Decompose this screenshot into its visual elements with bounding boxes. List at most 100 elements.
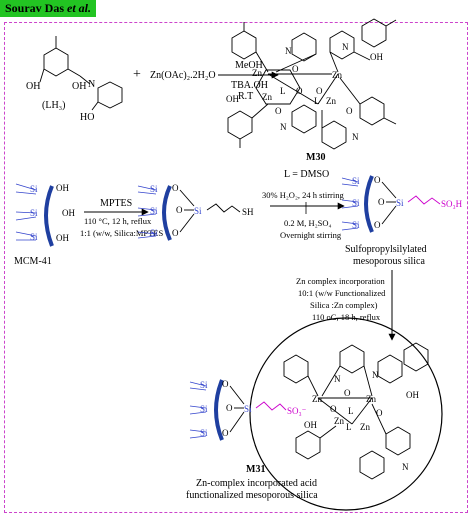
m31-oh-1: OH (406, 390, 419, 400)
ligand-ho: HO (80, 112, 94, 123)
mcm-si-2: Si (30, 208, 38, 218)
author-badge: Sourav Das et al. (0, 0, 97, 17)
mcm-si-1: Si (30, 184, 38, 194)
plus-sign: + (133, 67, 141, 82)
mcm-oh-1: OH (56, 183, 69, 193)
step1-cond-1: MeOH (235, 60, 263, 71)
m30-zn-4: Zn (326, 96, 336, 106)
thiol-o-2: O (176, 205, 183, 215)
mcm41-label: MCM-41 (14, 256, 52, 267)
m31-so-3: O (222, 428, 229, 438)
m30-n-2: N (342, 42, 349, 52)
m31-zn-4: Zn (360, 422, 370, 432)
m31-so-2: O (226, 403, 233, 413)
thiol-sh: SH (242, 207, 254, 217)
thiol-si-2: Si (150, 206, 158, 216)
step2-cond-2: 1:1 (w/w, Silica:MPTES (80, 228, 164, 238)
dmso-note: L = DMSO (284, 169, 329, 180)
mcm-oh-2: OH (62, 208, 75, 218)
mcm-oh-3: OH (56, 233, 69, 243)
sulf-si-3: Si (352, 220, 360, 230)
step3-cond-3: Overnight stirring (280, 230, 342, 240)
m30-o-5: O (346, 106, 353, 116)
step4-cond-3: Silica :Zn complex) (310, 300, 378, 310)
m31-si-center: Si (244, 404, 252, 414)
sulf-o-2: O (378, 197, 385, 207)
m31-o-2: O (330, 404, 337, 414)
m31-zn-2: Zn (366, 394, 376, 404)
step3-cond-2: 0.2 M, H₂SO₄ (284, 218, 332, 228)
step1-cond-2: TBA.OH (231, 80, 268, 91)
m31-so-1: O (222, 379, 229, 389)
m31-si-2: Si (200, 404, 208, 414)
m31-n-1: N (334, 374, 341, 384)
sulf-name-1: Sulfopropylsilylated (345, 244, 427, 255)
m30-n-4: N (352, 132, 359, 142)
sulf-o-3: O (374, 220, 381, 230)
m30-zn-1: Zn (252, 68, 262, 78)
ligand-structure: OH OH N HO (LH₃) (26, 36, 123, 123)
zinc-acetate: Zn(OAc)₂.2H₂O (150, 70, 216, 81)
thiol-o-3: O (172, 228, 179, 238)
thiol-si-3: Si (150, 228, 158, 238)
pore-circle (249, 317, 443, 511)
m30-oh-2: OH (226, 94, 239, 104)
author-name: Sourav Das (5, 1, 65, 15)
thiol-silica: Si Si Si O O O Si SH (137, 183, 254, 241)
step4-cond-2: 10:1 (w/w Functionalized (298, 288, 386, 298)
ligand-oh-2: OH (72, 81, 86, 92)
ligand-n: N (88, 79, 95, 90)
m31-o-1: O (344, 388, 351, 398)
ligand-oh: OH (26, 81, 40, 92)
m31-name-2: functionalized mesoporous silica (186, 490, 318, 501)
m31-n-2: N (372, 370, 379, 380)
step4-cond-4: 110 oC, 18 h, reflux (312, 312, 381, 322)
m31-l-1: L (348, 406, 354, 416)
m30-oh-1: OH (370, 52, 383, 62)
m31-n-3: N (402, 462, 409, 472)
sulfonic-silica: Si Si Si O O O Si SO₃H (341, 175, 463, 233)
sulf-so3h: SO₃H (441, 199, 463, 209)
sulf-si-center: Si (396, 198, 404, 208)
m30-l-1: L (280, 86, 286, 96)
m30-label: M30 (306, 152, 325, 163)
mcm41-silica: Si Si Si OH OH OH MCM-41 (14, 183, 75, 267)
m30-o-2: O (296, 86, 303, 96)
m31-zn-3: Zn (334, 416, 344, 426)
dashed-frame (4, 22, 468, 513)
ligand-label: (LH₃) (42, 100, 65, 111)
mcm-si-3: Si (30, 232, 38, 242)
thiol-si-1: Si (150, 184, 158, 194)
m30-complex: Zn Zn Zn Zn N N N N O O O O O OH OH L L … (226, 18, 397, 163)
m31-zn-1: Zn (312, 394, 322, 404)
step3-cond-top: 30% H₂O₂, 24 h stirring (262, 190, 344, 200)
m30-n-3: N (280, 122, 287, 132)
m30-zn-2: Zn (332, 70, 342, 80)
sulf-si-2: Si (352, 198, 360, 208)
step4-cond-1: Zn complex incorporation (296, 276, 386, 286)
author-suffix: et al. (67, 1, 92, 15)
sulf-si-1: Si (352, 176, 360, 186)
thiol-o-1: O (172, 183, 179, 193)
m31-so3: SO₃⁻ (287, 406, 307, 416)
m30-l-2: L (314, 96, 320, 106)
m31-si-1: Si (200, 380, 208, 390)
m31-l-2: L (346, 422, 352, 432)
m30-n-1: N (285, 46, 292, 56)
m31-material: N N N Zn Zn Zn Zn O O O OH OH L L Si Si … (189, 317, 443, 511)
m30-o-1: O (292, 64, 299, 74)
thiol-si-center: Si (194, 206, 202, 216)
m31-si-3: Si (200, 428, 208, 438)
step2-reagent: MPTES (100, 198, 132, 209)
sulf-o-1: O (374, 175, 381, 185)
m31-oh-2: OH (304, 420, 317, 430)
m31-name-1: Zn-complex incorporated acid (196, 478, 317, 489)
m31-o-3: O (376, 408, 383, 418)
m30-o-3: O (316, 86, 323, 96)
m30-zn-3: Zn (262, 92, 272, 102)
step2-cond-1: 110 °C, 12 h, reflux (84, 216, 152, 226)
m30-o-4: O (275, 106, 282, 116)
sulf-name-2: mesoporous silica (353, 256, 425, 267)
